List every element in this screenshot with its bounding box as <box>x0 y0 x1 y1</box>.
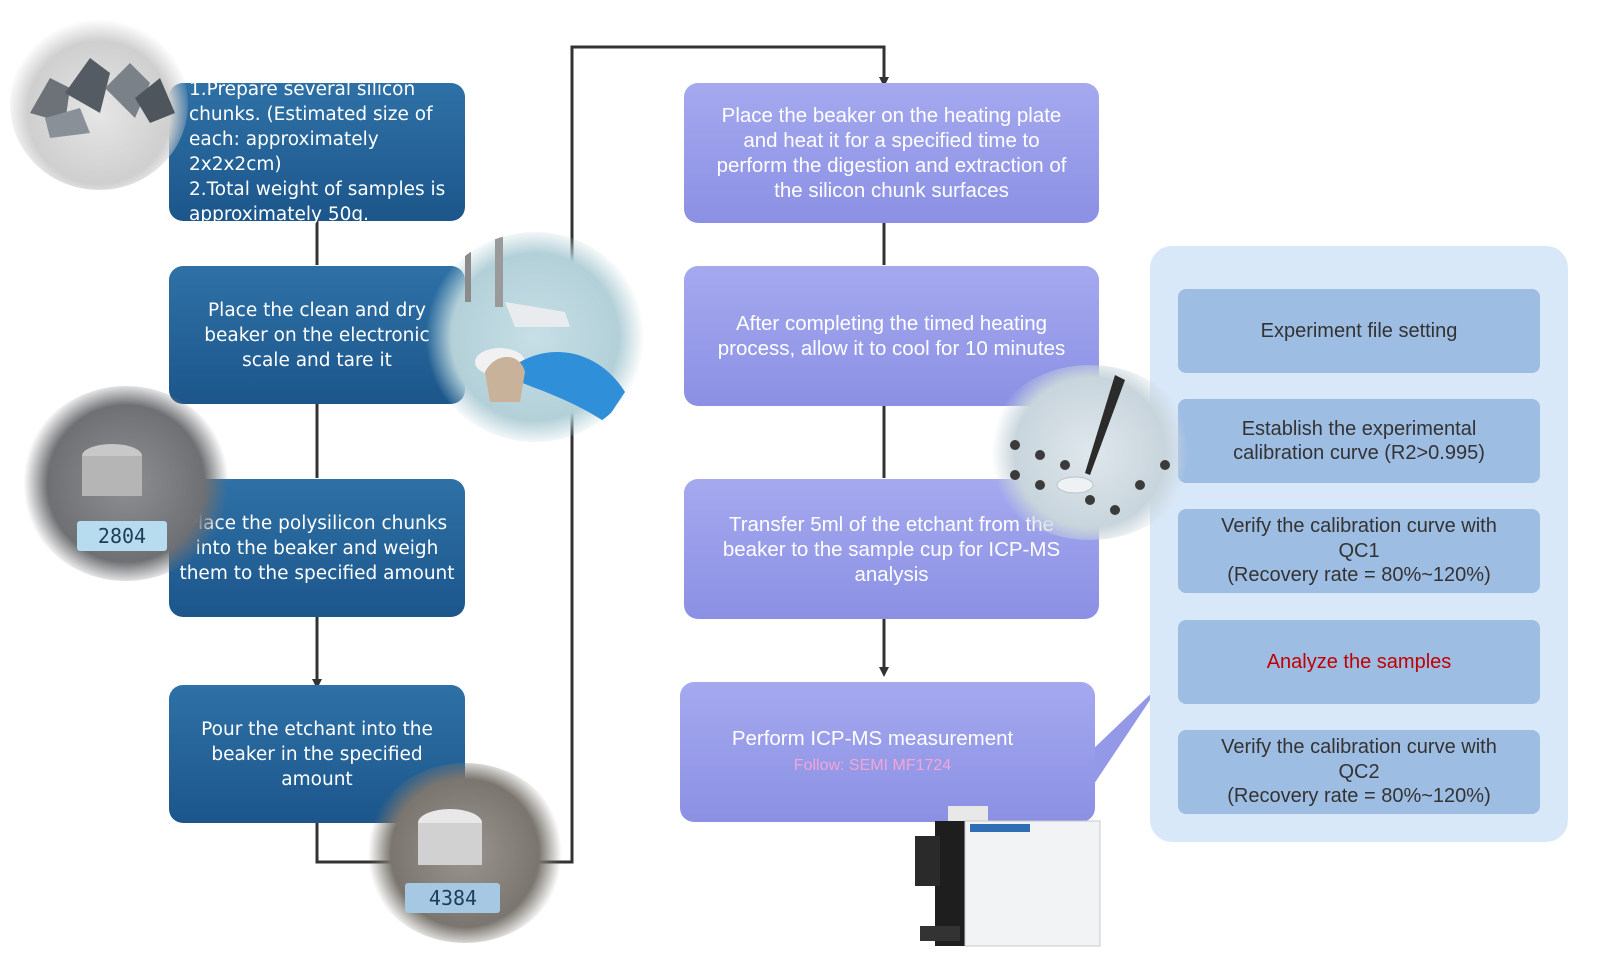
text-line: (Recovery rate = 80%~120%) <box>1227 564 1491 587</box>
text-line: QC2 <box>1338 760 1380 783</box>
panel-step-verify-qc2: Verify the calibration curve with QC2 (R… <box>1178 730 1540 814</box>
step-transfer-etchant: Transfer 5ml of the etchant from the bea… <box>684 479 1099 619</box>
panel-step-calibration-curve: Establish the experimental calibration c… <box>1178 399 1540 483</box>
text-line: Verify the calibration curve with <box>1221 515 1497 538</box>
text-line: Experiment file setting <box>1260 319 1458 342</box>
text-line: the silicon chunk surfaces <box>774 179 1009 202</box>
sample-cup-icon <box>1010 375 1170 515</box>
step-prepare-chunks: 1.Prepare several silicon chunks. (Estim… <box>169 79 465 225</box>
text-line: and heat it for a specified time to <box>743 129 1040 152</box>
text-line: analysis <box>854 562 929 586</box>
pour-etchant-photo: 4384 <box>365 763 565 943</box>
text-line: Establish the experimental <box>1241 417 1477 440</box>
text-line: each: approximately 2x2x2cm) <box>189 129 379 175</box>
step-icpms-measurement: Perform ICP-MS measurement Follow: SEMI … <box>680 682 1095 822</box>
weigh-chunks-photo: 2804 <box>22 386 230 581</box>
text-line: perform the digestion and extraction of <box>716 154 1067 177</box>
scale-reading-1: 2804 <box>98 524 146 548</box>
measurement-title: Perform ICP-MS measurement <box>731 727 1014 750</box>
panel-step-analyze-samples: Analyze the samples <box>1178 620 1540 704</box>
text-line: QC1 <box>1338 539 1380 562</box>
pipette-transfer-photo <box>985 365 1195 540</box>
text-line: calibration curve (R2>0.995) <box>1233 442 1485 464</box>
text-line: beaker in the specified <box>211 743 423 765</box>
silicon-chunks-photo <box>10 18 188 190</box>
text-line-highlight: Analyze the samples <box>1266 650 1452 673</box>
text-line: Place the clean and dry <box>208 299 426 321</box>
text-line: Verify the calibration curve with <box>1221 736 1497 759</box>
panel-step-experiment-file: Experiment file setting <box>1178 289 1540 373</box>
text-line: (Recovery rate = 80%~120%) <box>1227 785 1491 808</box>
tare-beaker-photo <box>425 232 645 442</box>
text-line: process, allow it to cool for 10 minutes <box>717 337 1066 360</box>
text-line: into the beaker and weigh <box>195 537 439 559</box>
text-line: 1.Prepare several silicon <box>189 79 416 100</box>
gloved-hand-icon <box>465 237 625 422</box>
text-line: them to the specified amount <box>179 562 455 584</box>
step-tare-beaker: Place the clean and dry beaker on the el… <box>169 266 465 404</box>
text-line: Transfer 5ml of the etchant from the <box>728 512 1055 536</box>
text-line: beaker on the electronic <box>204 324 430 346</box>
step-heat-digestion: Place the beaker on the heating plate an… <box>684 83 1099 223</box>
text-line: 2.Total weight of samples is <box>189 179 446 200</box>
scale-display-icon: 2804 <box>77 444 167 551</box>
text-line: scale and tare it <box>242 349 392 371</box>
text-line: Place the beaker on the heating plate <box>721 104 1062 127</box>
scale-reading-2: 4384 <box>429 886 477 910</box>
scale-display-icon: 4384 <box>405 809 500 913</box>
text-line: chunks. (Estimated size of <box>189 104 433 125</box>
text-line: Place the polysilicon chunks <box>186 512 448 534</box>
measurement-standard-note: Follow: SEMI MF1724 <box>793 757 952 774</box>
text-line: beaker to the sample cup for ICP-MS <box>722 537 1061 561</box>
text-line: amount <box>281 768 353 790</box>
text-line: After completing the timed heating <box>735 312 1048 335</box>
text-line: Pour the etchant into the <box>201 718 433 740</box>
panel-step-verify-qc1: Verify the calibration curve with QC1 (R… <box>1178 509 1540 593</box>
icpms-instrument-icon <box>915 806 1101 947</box>
text-line: approximately 50g. <box>189 204 369 225</box>
silicon-chunks-icon <box>30 58 175 138</box>
arrow-4-to-heating <box>315 45 889 864</box>
